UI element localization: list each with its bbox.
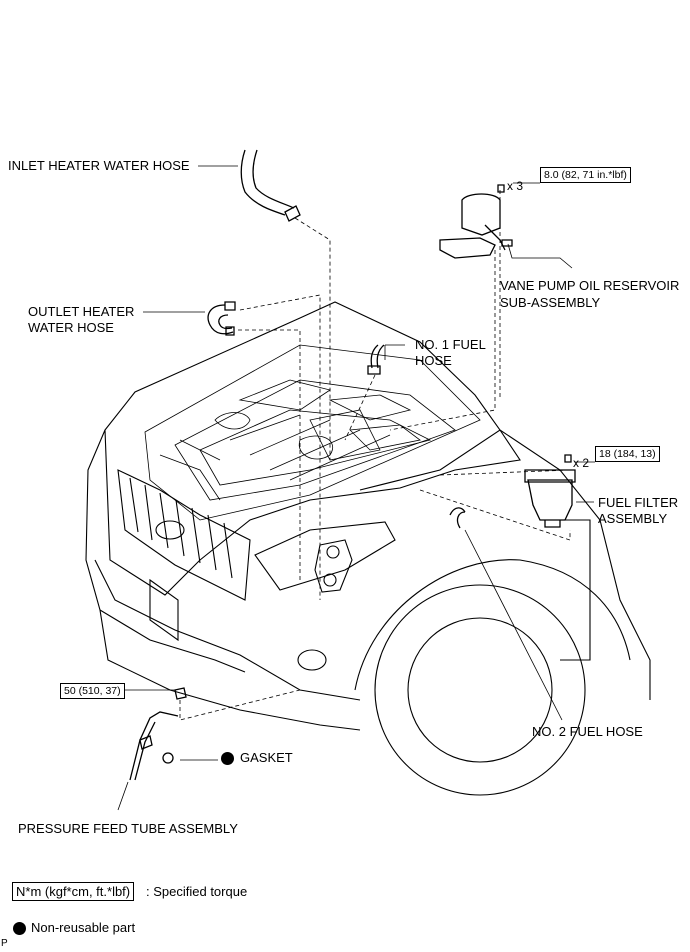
torque-vane-pump: 8.0 (82, 71 in.*lbf) <box>540 167 631 183</box>
emblem <box>155 520 185 540</box>
qty-vane-pump: x 3 <box>507 179 524 193</box>
legend-torque-text: : Specified torque <box>146 884 248 899</box>
label-gasket: GASKET <box>240 750 293 765</box>
nonreusable-marker-gasket <box>221 752 234 765</box>
label-vane-pump-line1: VANE PUMP OIL RESERVOIR <box>500 278 680 293</box>
label-fuel-filter-line2: ASSEMBLY <box>598 511 668 526</box>
engine-bay <box>144 344 481 521</box>
outlet-hose <box>207 304 234 335</box>
legend-nonreusable-marker <box>13 922 26 935</box>
fog-light <box>297 649 327 671</box>
torque-fuel-filter: 18 (184, 13) <box>595 446 660 462</box>
legend-nonreusable-text: Non-reusable part <box>31 920 136 935</box>
headlight <box>254 521 396 591</box>
label-no2-fuel-hose: NO. 2 FUEL HOSE <box>532 724 643 739</box>
vehicle-hood <box>104 301 521 596</box>
qty-fuel-filter: x 2 <box>573 456 590 470</box>
no1-fuel-hose <box>370 344 385 369</box>
pressure-feed-tube <box>129 711 179 781</box>
wheel-arch <box>354 559 631 691</box>
wheel <box>407 617 553 763</box>
label-fuel-filter-line1: FUEL FILTER <box>598 495 679 510</box>
label-no1-fuel-hose-line2: HOSE <box>415 353 452 368</box>
legend-torque-box: N*m (kgf*cm, ft.*lbf) <box>12 882 135 901</box>
no2-fuel-hose <box>449 507 466 529</box>
fuel-filter <box>527 479 573 521</box>
inlet-hose <box>240 149 295 216</box>
bumper <box>94 559 361 701</box>
grille <box>117 469 251 601</box>
label-no1-fuel-hose-line1: NO. 1 FUEL <box>415 337 486 352</box>
corner-mark: P <box>1 938 8 949</box>
label-outlet-heater-water-hose-line1: OUTLET HEATER <box>28 304 135 319</box>
torque-pressure-feed: 50 (510, 37) <box>60 683 125 699</box>
label-outlet-heater-water-hose-line2: WATER HOSE <box>28 320 114 335</box>
tire <box>374 584 586 796</box>
label-pressure-feed-tube: PRESSURE FEED TUBE ASSEMBLY <box>18 821 238 836</box>
label-inlet-heater-water-hose: INLET HEATER WATER HOSE <box>8 158 190 173</box>
pump <box>314 539 353 593</box>
label-vane-pump-line2: SUB-ASSEMBLY <box>500 295 601 310</box>
reservoir <box>461 193 501 236</box>
front-fender <box>359 429 651 700</box>
